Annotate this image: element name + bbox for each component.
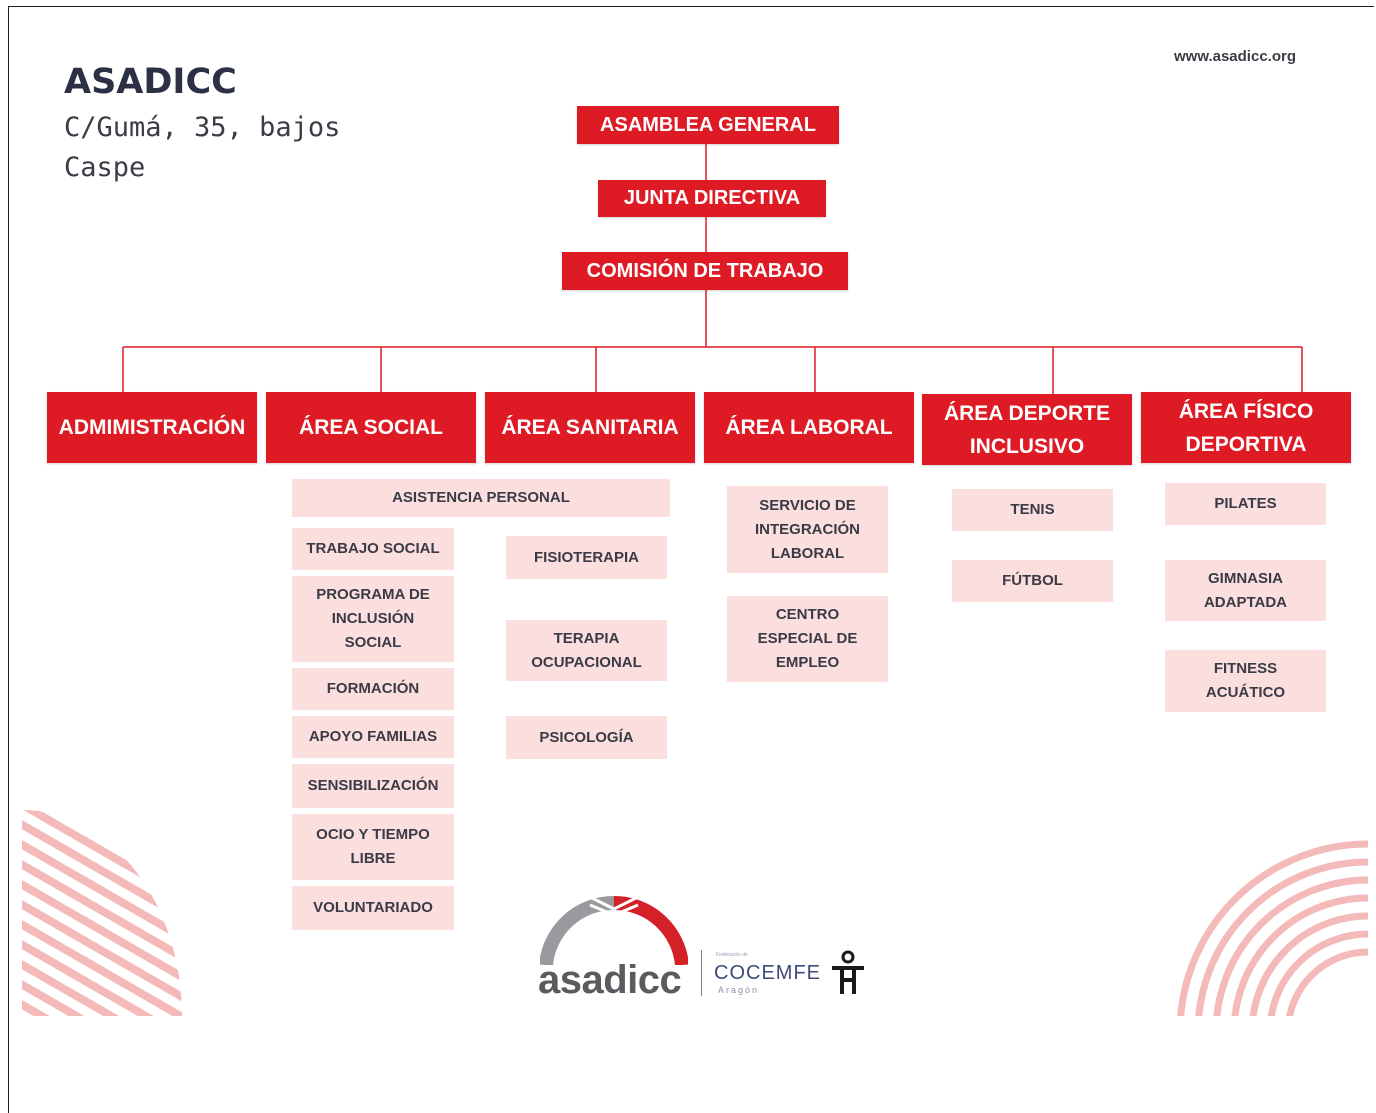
fisico-item: GIMNASIA ADAPTADA — [1165, 560, 1326, 621]
area-laboral-box: ÁREA LABORAL — [704, 392, 914, 463]
fisico-item-label: FITNESS ACUÁTICO — [1205, 660, 1286, 701]
area-admin-label: ADMIMISTRACIÓN — [58, 416, 246, 439]
social-item: FORMACIÓN — [292, 668, 454, 710]
address-city: Caspe — [64, 152, 146, 183]
laboral-item: CENTRO ESPECIAL DE EMPLEO — [727, 596, 888, 682]
comision-trabajo-label: COMISIÓN DE TRABAJO — [586, 259, 824, 282]
sanitaria-item-label: FISIOTERAPIA — [533, 548, 639, 566]
comision-trabajo-box: COMISIÓN DE TRABAJO — [562, 252, 848, 290]
person-figure-icon — [832, 950, 864, 994]
sanitaria-item: FISIOTERAPIA — [506, 536, 667, 579]
social-item: SENSIBILIZACIÓN — [292, 764, 454, 808]
social-item: OCIO Y TIEMPO LIBRE — [292, 814, 454, 880]
deporte-item-label: TENIS — [1010, 501, 1055, 518]
area-sanitaria-label: ÁREA SANITARIA — [501, 416, 679, 439]
sanitaria-item: TERAPIA OCUPACIONAL — [506, 620, 667, 681]
sanitaria-item: PSICOLOGÍA — [506, 716, 667, 759]
junta-directiva-box: JUNTA DIRECTIVA — [598, 180, 826, 217]
area-deporte-label: ÁREA DEPORTE INCLUSIVO — [943, 401, 1111, 458]
junta-directiva-label: JUNTA DIRECTIVA — [623, 187, 801, 209]
cocemfe-logo-text: COCEMFE — [714, 962, 821, 984]
social-item-label: APOYO FAMILIAS — [308, 728, 438, 745]
area-admin-box: ADMIMISTRACIÓN — [47, 392, 257, 463]
asadicc-hands-logo-icon — [540, 895, 688, 965]
fisico-item-label: PILATES — [1214, 495, 1277, 512]
area-social-box: ÁREA SOCIAL — [266, 392, 476, 463]
deporte-item-label: FÚTBOL — [1002, 572, 1063, 589]
deporte-item: TENIS — [952, 489, 1113, 531]
decorative-arcs-right — [1177, 840, 1368, 1016]
sanitaria-item-label: TERAPIA OCUPACIONAL — [531, 629, 642, 671]
logo-divider — [701, 950, 702, 996]
area-social-label: ÁREA SOCIAL — [299, 416, 443, 439]
page-border-tick — [1362, 6, 1374, 7]
area-fisico-box: ÁREA FÍSICO DEPORTIVA — [1141, 392, 1351, 463]
fisico-item: FITNESS ACUÁTICO — [1165, 650, 1326, 712]
deporte-item: FÚTBOL — [952, 560, 1113, 602]
laboral-item-label: SERVICIO DE INTEGRACIÓN LABORAL — [755, 496, 860, 562]
asistencia-personal-box: ASISTENCIA PERSONAL — [292, 479, 670, 517]
social-item-label: TRABAJO SOCIAL — [306, 540, 440, 557]
laboral-item: SERVICIO DE INTEGRACIÓN LABORAL — [727, 486, 888, 573]
area-deporte-box: ÁREA DEPORTE INCLUSIVO — [922, 394, 1132, 465]
asamblea-general-box: ASAMBLEA GENERAL — [577, 106, 839, 144]
asamblea-general-label: ASAMBLEA GENERAL — [600, 113, 816, 136]
cocemfe-federation-label: Federación de — [716, 952, 748, 958]
social-item-label: FORMACIÓN — [326, 680, 420, 697]
sanitaria-item-label: PSICOLOGÍA — [539, 728, 634, 746]
social-item-label: SENSIBILIZACIÓN — [307, 777, 439, 794]
org-name: ASADICC — [64, 62, 237, 102]
address-street: C/Gumá, 35, bajos — [64, 112, 341, 143]
website-link[interactable]: www.asadicc.org — [1174, 48, 1296, 65]
cocemfe-region-text: Aragón — [718, 985, 760, 995]
area-laboral-label: ÁREA LABORAL — [725, 416, 893, 439]
area-fisico-label: ÁREA FÍSICO DEPORTIVA — [1178, 399, 1314, 456]
page-border-left — [8, 6, 9, 1113]
social-item: PROGRAMA DE INCLUSIÓN SOCIAL — [292, 576, 454, 662]
fisico-item-label: GIMNASIA ADAPTADA — [1203, 569, 1288, 611]
social-item: TRABAJO SOCIAL — [292, 528, 454, 570]
social-item-label: VOLUNTARIADO — [313, 899, 433, 916]
asadicc-logo-text: asadicc — [538, 958, 682, 1002]
page-border-top — [8, 6, 1370, 7]
social-item-label: PROGRAMA DE INCLUSIÓN SOCIAL — [316, 586, 430, 651]
asistencia-personal-label: ASISTENCIA PERSONAL — [392, 489, 570, 506]
org-address: C/Gumá, 35, bajos Caspe — [64, 108, 340, 188]
social-item-label: OCIO Y TIEMPO LIBRE — [316, 826, 430, 867]
social-item: VOLUNTARIADO — [292, 886, 454, 930]
social-item: APOYO FAMILIAS — [292, 716, 454, 758]
fisico-item: PILATES — [1165, 483, 1326, 525]
area-sanitaria-box: ÁREA SANITARIA — [485, 392, 695, 463]
laboral-item-label: CENTRO ESPECIAL DE EMPLEO — [757, 606, 858, 671]
decorative-stripes-left — [22, 810, 182, 1016]
